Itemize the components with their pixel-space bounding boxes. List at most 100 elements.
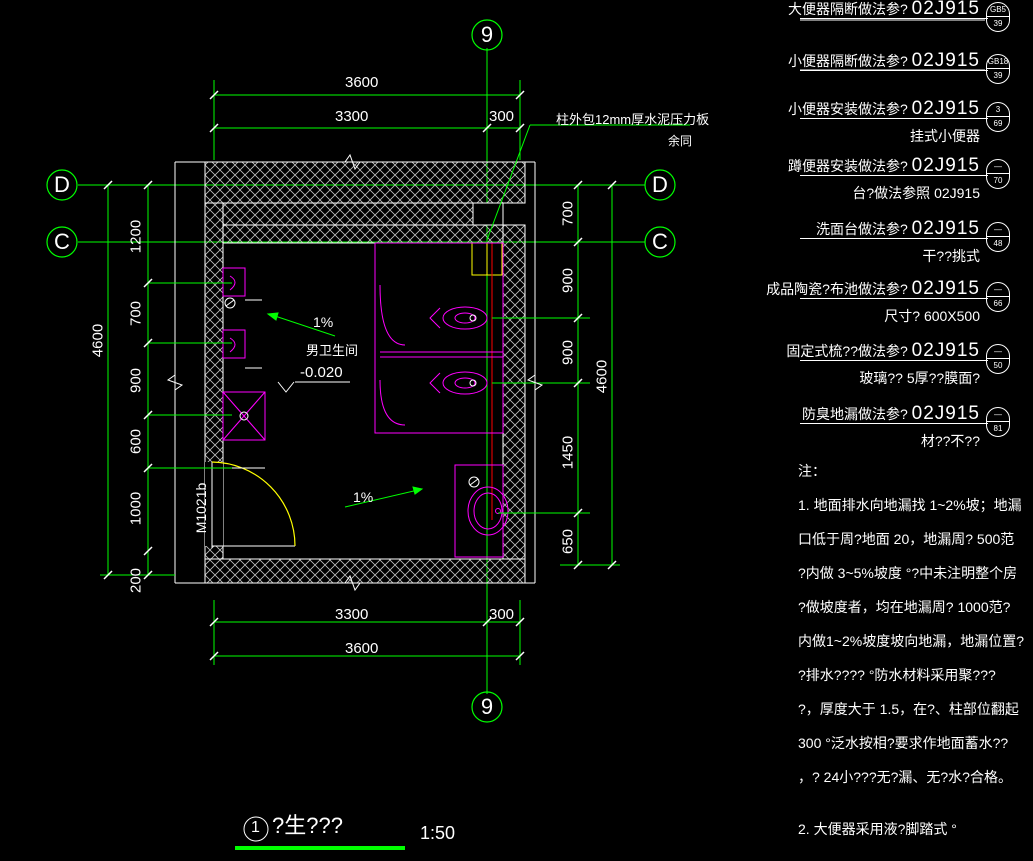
spec-subtext: 玻璃?? 5厚??膜面? bbox=[859, 370, 980, 386]
spec-underline bbox=[800, 175, 988, 176]
dim-right-seg-2: 900 bbox=[559, 267, 577, 294]
dimension-lines bbox=[100, 80, 620, 665]
spec-code: 02J915 bbox=[911, 98, 980, 119]
spec-underline bbox=[800, 18, 988, 19]
walls bbox=[174, 161, 536, 584]
door-tag: M1021b bbox=[193, 482, 209, 534]
mop-sink bbox=[222, 391, 266, 441]
badge-bottom: 50 bbox=[993, 361, 1003, 370]
badge-top: — bbox=[987, 408, 1009, 422]
spec-text: 洗面台做法参? 02J915 bbox=[816, 218, 980, 240]
spec-label: 固定式梳??做法参? bbox=[786, 343, 908, 359]
spec-reference-badge: —50 bbox=[986, 344, 1010, 374]
notes-line: ?排水???? °防水材料采用聚??? bbox=[798, 667, 996, 683]
leader-lines bbox=[148, 124, 690, 514]
drawing-scale: 1:50 bbox=[420, 823, 456, 843]
badge-bottom: 81 bbox=[993, 424, 1003, 433]
dim-left-seg-5: 1000 bbox=[127, 491, 145, 526]
spec-label: 大便器隔断做法参? bbox=[787, 1, 908, 17]
dim-right-seg-5: 650 bbox=[559, 528, 577, 555]
spec-text: 大便器隔断做法参? 02J915 bbox=[788, 0, 980, 20]
spec-label: 洗面台做法参? bbox=[815, 221, 908, 237]
spec-underline bbox=[800, 70, 988, 71]
title-number: 1 bbox=[251, 819, 260, 836]
spec-subtext: 干??挑式 bbox=[922, 248, 980, 264]
spec-reference-badge: — 66 bbox=[986, 282, 1010, 312]
notes-line: 口低于周?地面 20，地漏周? 500范 bbox=[798, 531, 1015, 547]
spec-label: 蹲便器安装做法参? bbox=[787, 158, 908, 174]
room-elevation: -0.020 bbox=[300, 364, 343, 381]
badge-bottom: 70 bbox=[993, 176, 1003, 185]
spec-code: 02J915 bbox=[911, 218, 980, 239]
column-note: 柱外包12mm厚水泥压力板 bbox=[556, 112, 710, 127]
spec-label: 防臭地漏做法参? bbox=[801, 406, 908, 422]
axis-label-9-bottom: 9 bbox=[480, 694, 494, 719]
spec-subtext: 挂式小便器 bbox=[910, 128, 980, 144]
notes-line bbox=[798, 794, 1028, 812]
squat-toilets bbox=[429, 306, 488, 395]
dim-right-seg-1: 700 bbox=[559, 200, 577, 227]
dim-right-seg-4: 1450 bbox=[559, 435, 577, 470]
badge-bottom: 69 bbox=[993, 119, 1003, 128]
spec-code: 02J915 bbox=[911, 0, 980, 19]
dim-bottom-total: 3600 bbox=[345, 640, 379, 657]
spec-text: 小便器隔断做法参? 02J915 bbox=[788, 50, 980, 72]
spec-subtext: 台?做法参照 02J915 bbox=[852, 185, 980, 201]
spec-code: 02J915 bbox=[911, 278, 980, 299]
axis-label-d-right: D bbox=[652, 172, 668, 197]
slope-arrows bbox=[266, 312, 424, 508]
notes-line: 1. 地面排水向地漏找 1~2%坡；地漏 bbox=[798, 497, 1022, 513]
spec-underline bbox=[800, 118, 988, 119]
badge-top: — bbox=[987, 223, 1009, 237]
spec-row: 洗面台做法参? 02J915 — 48 干??挑式 bbox=[780, 218, 1010, 268]
badge-top: GB5 bbox=[987, 3, 1009, 17]
spec-text: 蹲便器安装做法参? 02J915 bbox=[788, 155, 980, 177]
spec-code: 02J915 bbox=[911, 403, 980, 424]
dim-top-a: 3300 bbox=[335, 108, 369, 125]
badge-bottom: 48 bbox=[993, 239, 1003, 248]
dim-bottom-b: 300 bbox=[489, 606, 515, 623]
wash-basin bbox=[454, 464, 509, 558]
notes-heading: 注： bbox=[798, 463, 826, 479]
axis-label-c-right: C bbox=[652, 229, 668, 254]
spec-text: 固定式梳??做法参? 02J915 bbox=[786, 340, 980, 362]
spec-text: 小便器安装做法参? 02J915 bbox=[788, 98, 980, 120]
dim-left-seg-2: 700 bbox=[127, 300, 145, 327]
door-opening bbox=[205, 462, 223, 546]
spec-reference-badge: — 70 bbox=[986, 159, 1010, 189]
spec-label: 小便器安装做法参? bbox=[787, 101, 908, 117]
badge-top: — bbox=[987, 160, 1009, 174]
badge-bottom: 66 bbox=[993, 299, 1003, 308]
notes-line: ?，厚度大于 1.5，在?、柱部位翻起 bbox=[798, 701, 1019, 717]
axis-label-c-left: C bbox=[54, 229, 70, 254]
room-label: 男卫生间 bbox=[306, 343, 359, 358]
spec-reference-badge: — 81 bbox=[986, 407, 1010, 437]
badge-top: — bbox=[987, 283, 1009, 297]
axis-circles bbox=[46, 19, 676, 723]
spec-code: 02J915 bbox=[911, 340, 980, 361]
notes-line: 2. 大便器采用液?脚踏式 ° bbox=[798, 821, 957, 837]
notes-line: 300 °泛水按相?要求作地面蓄水?? bbox=[798, 735, 1009, 751]
badge-top: 3 bbox=[987, 103, 1009, 117]
urinals bbox=[222, 267, 262, 369]
dim-left-seg-6: 200 bbox=[127, 567, 145, 594]
spec-subtext: 尺寸? 600X500 bbox=[884, 308, 980, 324]
dim-left-total: 4600 bbox=[89, 323, 107, 358]
spec-row: 固定式梳??做法参? 02J915 —50 玻璃?? 5厚??膜面? bbox=[780, 340, 1010, 390]
axis-label-9-top: 9 bbox=[480, 22, 494, 47]
spec-underline bbox=[800, 238, 988, 239]
dim-left-seg-1: 1200 bbox=[127, 219, 145, 254]
slope-label-1: 1% bbox=[313, 314, 334, 330]
notes-line: 内做1~2%坡度坡向地漏，地漏位置? bbox=[798, 633, 1024, 649]
spec-reference-badge: — 48 bbox=[986, 222, 1010, 252]
floor-drain-2 bbox=[468, 476, 480, 488]
notes-line: ?内做 3~5%坡度 °?中未注明整个房 bbox=[798, 565, 1018, 581]
dim-top-total: 3600 bbox=[345, 74, 379, 91]
floor-drain-1 bbox=[224, 297, 236, 309]
